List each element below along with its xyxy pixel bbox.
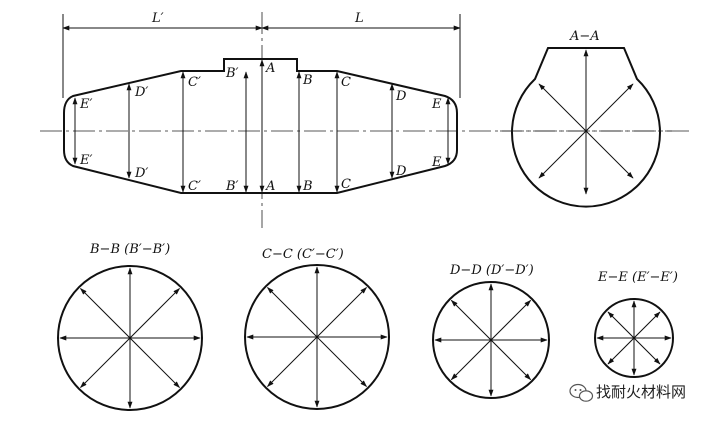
label-d-prime-top: D′ bbox=[134, 85, 148, 100]
section-d-d-circle bbox=[432, 281, 550, 399]
section-b-b: B−B (B′−B′) bbox=[57, 242, 203, 411]
label-d-bottom: D bbox=[395, 164, 407, 179]
section-a-a-arrows bbox=[538, 49, 634, 195]
section-a-a-title: A−A bbox=[569, 29, 600, 44]
label-c-top: C bbox=[341, 75, 351, 90]
label-b-top: B bbox=[302, 73, 313, 88]
label-a-bottom: A bbox=[265, 179, 275, 194]
section-b-b-title: B−B (B′−B′) bbox=[89, 242, 170, 257]
section-e-e: E−E (E′−E′) bbox=[594, 270, 678, 378]
section-c-c-arrows bbox=[246, 266, 388, 408]
wechat-bubble-icon bbox=[569, 383, 594, 402]
section-a-a: A−A bbox=[500, 29, 672, 208]
label-d-prime-bottom: D′ bbox=[134, 166, 148, 181]
dimension-label-l: L bbox=[354, 11, 364, 26]
label-e-prime-top: E′ bbox=[79, 97, 92, 112]
label-e-bottom: E bbox=[431, 155, 442, 170]
dimension-label-l-prime: L′ bbox=[151, 11, 164, 26]
side-elevation: L′ L E′ E′ D′ D′ C′ C′ B′ B′ A A B B C C… bbox=[40, 11, 690, 228]
section-a-a-outline bbox=[511, 47, 661, 208]
label-b-bottom: B bbox=[302, 179, 313, 194]
section-c-c-circle bbox=[244, 264, 390, 410]
label-b-prime-bottom: B′ bbox=[225, 179, 239, 194]
section-b-b-circle bbox=[57, 265, 203, 411]
label-c-prime-top: C′ bbox=[188, 75, 201, 90]
label-b-prime-top: B′ bbox=[225, 66, 239, 81]
watermark: 找耐火材料网 bbox=[569, 383, 686, 402]
section-c-c-title: C−C (C′−C′) bbox=[262, 247, 344, 262]
label-d-top: D bbox=[395, 89, 407, 104]
label-e-prime-bottom: E′ bbox=[79, 153, 92, 168]
section-e-e-arrows bbox=[596, 300, 672, 376]
section-d-d-title: D−D (D′−D′) bbox=[449, 263, 534, 278]
label-c-bottom: C bbox=[341, 177, 351, 192]
label-c-prime-bottom: C′ bbox=[188, 179, 201, 194]
watermark-text: 找耐火材料网 bbox=[596, 383, 686, 401]
section-e-e-title: E−E (E′−E′) bbox=[597, 270, 678, 285]
section-d-d-arrows bbox=[434, 283, 548, 397]
section-b-b-arrows bbox=[59, 267, 201, 409]
section-d-d: D−D (D′−D′) bbox=[432, 263, 550, 399]
section-e-e-circle bbox=[594, 298, 674, 378]
label-e-top: E bbox=[431, 97, 442, 112]
section-c-c: C−C (C′−C′) bbox=[244, 247, 390, 410]
body-outline bbox=[63, 58, 458, 194]
label-a-top: A bbox=[265, 61, 275, 76]
